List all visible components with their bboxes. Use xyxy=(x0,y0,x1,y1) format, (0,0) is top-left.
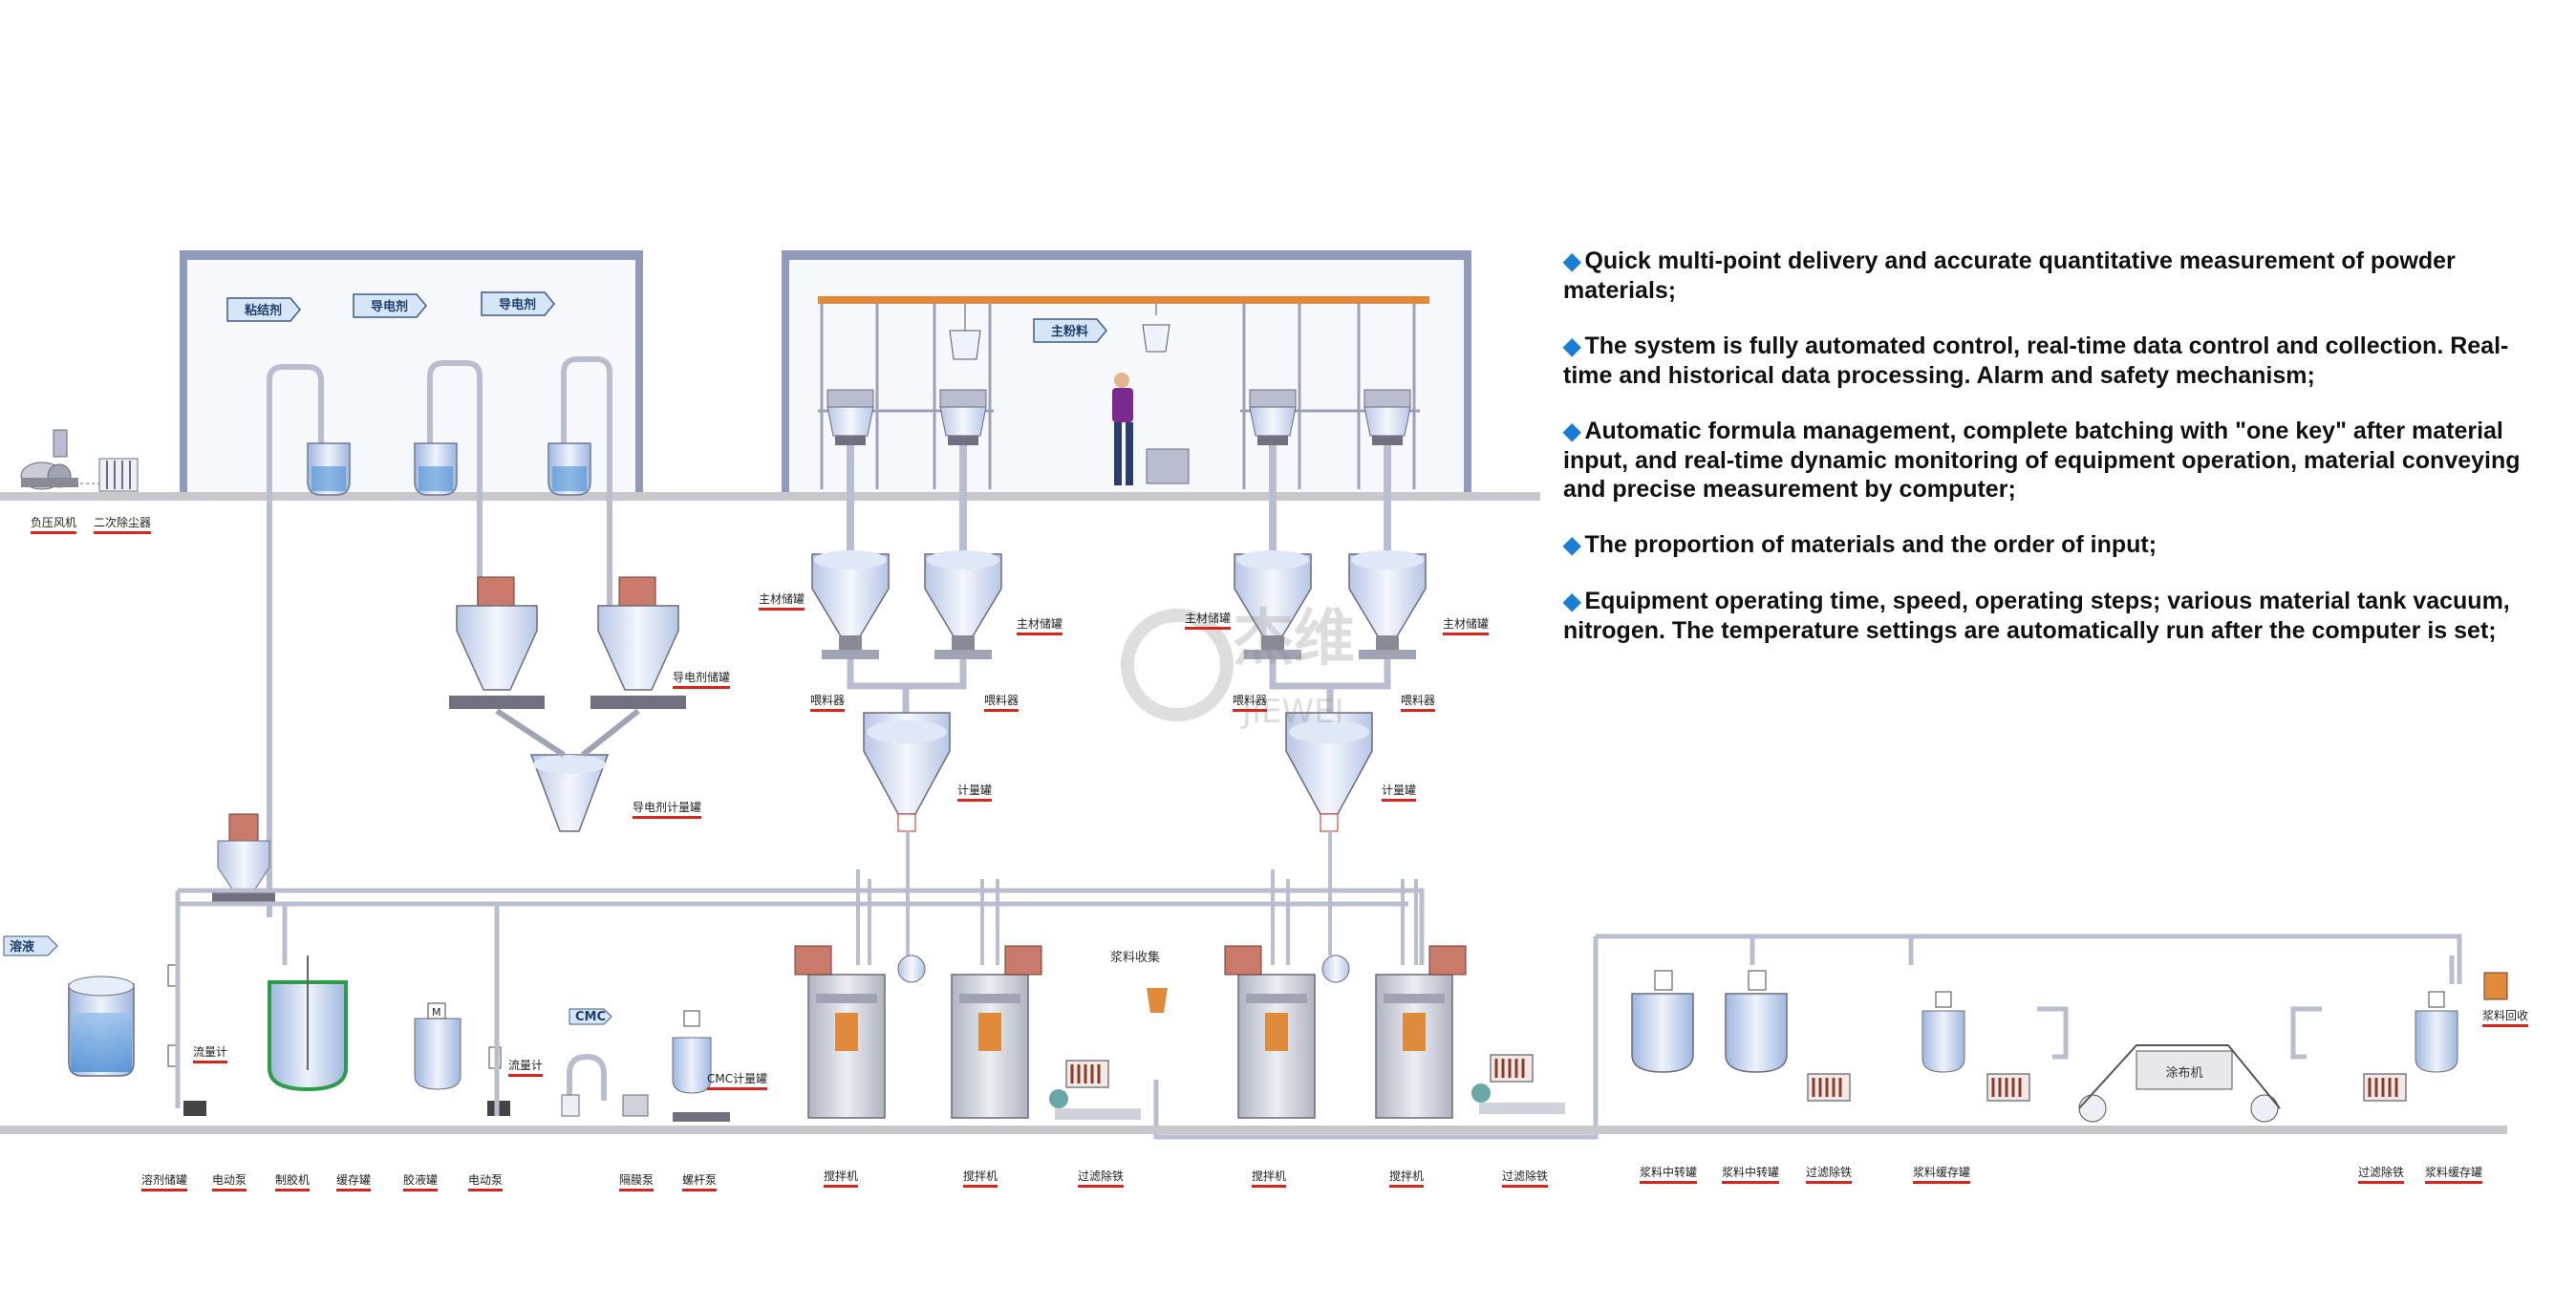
label-b-pump-1: 电动泵 xyxy=(211,1171,247,1191)
mixer-feed-pipes xyxy=(856,831,1418,965)
label-vacuum-fan: 负压风机 xyxy=(30,514,77,534)
feeder-pipes xyxy=(847,659,1391,713)
binder-system: M xyxy=(68,813,510,1116)
feature-text: The system is fully automated control, r… xyxy=(1563,333,2509,389)
label-b-mixer-3: 搅拌机 xyxy=(1251,1168,1287,1188)
label-secondary-dust: 二次除尘器 xyxy=(93,514,152,534)
upper-floor xyxy=(0,492,1540,501)
room-tags: 粘结剂 导电剂 导电剂 主粉料 xyxy=(226,291,1107,343)
label-meter-tank-1: 计量罐 xyxy=(957,782,993,802)
conductive-tag-2: 导电剂 xyxy=(499,297,536,312)
label-b-storage-tank: 胶液罐 xyxy=(402,1171,439,1191)
binder-tag: 粘结剂 xyxy=(244,303,282,318)
vacuum-fan xyxy=(20,429,78,490)
room-downpipes xyxy=(847,445,1391,554)
main-pipe-rails xyxy=(175,888,2462,1140)
label-b-transfer-1: 浆料中转罐 xyxy=(1639,1164,1698,1184)
label-b-cache-2: 浆料缓存罐 xyxy=(2424,1164,2483,1184)
label-b-filter-2: 过滤除铁 xyxy=(1501,1168,1549,1188)
label-b-glue-tank: 制胶机 xyxy=(274,1171,311,1191)
feature-text: Quick multi-point delivery and accurate … xyxy=(1563,247,2456,304)
label-cond-meter: 导电剂计量罐 xyxy=(633,799,702,819)
feature-text: The proportion of materials and the orde… xyxy=(1584,531,2157,558)
feature-list: ◆Quick multi-point delivery and accurate… xyxy=(1563,247,2547,672)
iron-filters xyxy=(1049,988,2408,1120)
feature-item: ◆The system is fully automated control, … xyxy=(1563,332,2547,390)
feature-item: ◆Automatic formula management, complete … xyxy=(1563,417,2547,504)
diamond-bullet-icon: ◆ xyxy=(1563,248,1581,274)
main-powder-tag: 主粉料 xyxy=(1051,324,1088,339)
diamond-bullet-icon: ◆ xyxy=(1563,589,1581,614)
feature-item: ◆Quick multi-point delivery and accurate… xyxy=(1563,247,2547,305)
slurry-tanks xyxy=(1631,970,2508,1073)
diamond-bullet-icon: ◆ xyxy=(1563,532,1581,558)
label-feeder-3: 喂料器 xyxy=(1232,692,1268,712)
label-recovery: 浆料回收 xyxy=(2482,1007,2529,1027)
coating-machine-label: 涂布机 xyxy=(2165,1065,2202,1081)
label-b-buffer-tank: 缓存罐 xyxy=(335,1171,372,1191)
label-main-tank-2: 主材储罐 xyxy=(1017,615,1063,635)
label-feeder-4: 喂料器 xyxy=(1400,692,1436,712)
label-b-filter-4: 过滤除铁 xyxy=(2357,1164,2405,1184)
label-b-filter-3: 过滤除铁 xyxy=(1805,1164,1853,1184)
flow-tags: 溶液 CMC 浆料收集 xyxy=(3,935,1160,1025)
slurry-arrow-tag: 浆料收集 xyxy=(1110,950,1160,965)
label-meter-tank-2: 计量罐 xyxy=(1382,782,1417,802)
label-cond-storage: 导电剂储罐 xyxy=(673,669,731,689)
label-b-cache-1: 浆料缓存罐 xyxy=(1912,1164,1971,1184)
cmc-system xyxy=(561,1010,730,1122)
watermark: 杰维 JIEWEI xyxy=(1121,604,1355,731)
label-flowmeter-2: 流量计 xyxy=(508,1057,544,1077)
label-main-tank-4: 主材储罐 xyxy=(1443,615,1490,635)
conductive-tag-1: 导电剂 xyxy=(371,299,408,314)
secondary-dust-collector xyxy=(80,458,139,492)
label-b-mixer-2: 搅拌机 xyxy=(962,1168,998,1188)
label-b-mixer-1: 搅拌机 xyxy=(823,1168,859,1188)
diamond-bullet-icon: ◆ xyxy=(1563,333,1581,359)
label-b-solvent-tank: 溶剂储罐 xyxy=(140,1171,188,1191)
watermark-en: JIEWEI xyxy=(1240,693,1344,731)
meter-tanks xyxy=(863,712,1373,832)
label-main-tank-1: 主材储罐 xyxy=(759,590,805,611)
conductive-storage xyxy=(449,576,686,832)
room-weighing-stations xyxy=(826,304,1411,485)
feature-text: Equipment operating time, speed, operati… xyxy=(1563,588,2510,644)
feature-text: Automatic formula management, complete b… xyxy=(1563,418,2521,503)
label-b-mixer-4: 搅拌机 xyxy=(1388,1168,1425,1188)
label-cmc-meter: CMC计量罐 xyxy=(707,1070,768,1090)
label-b-screw: 螺杆泵 xyxy=(681,1171,718,1191)
label-feeder-2: 喂料器 xyxy=(983,692,1020,712)
svg-text:M: M xyxy=(432,1006,441,1019)
cmc-tag: CMC xyxy=(575,1010,606,1024)
label-b-transfer-2: 浆料中转罐 xyxy=(1721,1164,1780,1184)
binder-station xyxy=(267,356,612,917)
label-main-tank-3: 主材储罐 xyxy=(1185,610,1232,630)
mixers xyxy=(794,945,1467,1119)
feature-item: ◆Equipment operating time, speed, operat… xyxy=(1563,587,2547,645)
watermark-cn: 杰维 xyxy=(1233,604,1355,675)
feature-item: ◆The proportion of materials and the ord… xyxy=(1563,530,2547,560)
label-b-powder-tank: 隔膜泵 xyxy=(618,1171,655,1191)
solvent-tag: 溶液 xyxy=(10,939,34,955)
powder-hoppers xyxy=(307,442,591,496)
label-flowmeter-1: 流量计 xyxy=(193,1043,228,1063)
label-b-pump-2: 电动泵 xyxy=(467,1171,504,1191)
ground-floor xyxy=(0,1126,2507,1134)
diamond-bullet-icon: ◆ xyxy=(1563,418,1581,444)
main-storage-cones xyxy=(811,550,1427,659)
label-feeder-1: 喂料器 xyxy=(809,692,846,712)
label-b-filter-1: 过滤除铁 xyxy=(1077,1168,1125,1188)
coating-machine: 涂布机 xyxy=(2037,1006,2322,1123)
